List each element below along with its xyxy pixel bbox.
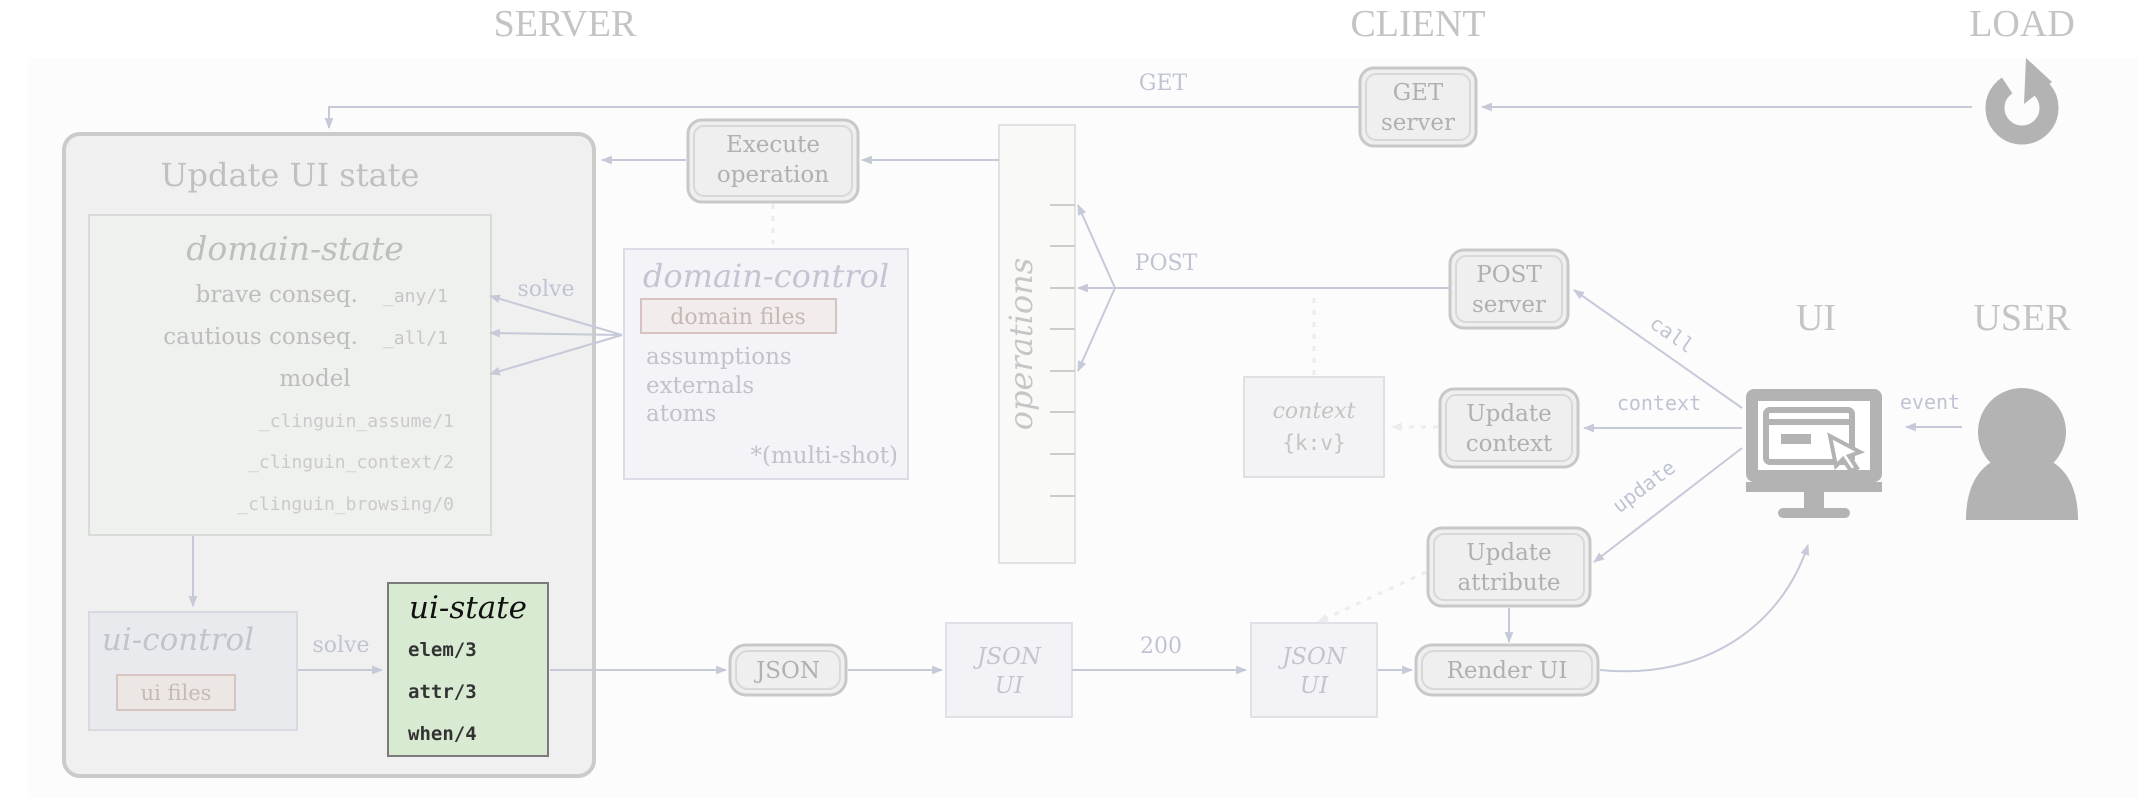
domain-files-chip [640,298,837,334]
edge-label-event: event [1900,390,1960,414]
json-ui-box-client: JSON UI [1250,622,1378,718]
update-ui-state-container: Update UI state domain-state brave conse… [62,132,596,778]
domain-state-box: domain-state brave conseq. _any/1 cautio… [88,214,492,536]
post-server-line1: POST [1476,262,1542,288]
multi-shot-note: *(multi-shot) [750,443,898,469]
operations-column: operations [998,124,1076,564]
ui-state-pred: attr/3 [408,681,477,703]
post-server-line2: server [1472,292,1546,318]
ui-control-title: ui-control [102,622,254,658]
domain-state-row-pred: _any/1 [383,286,448,307]
domain-state-title: domain-state [186,229,404,268]
edge-get-to-update-ui-state [324,106,1360,130]
json-ui-line2: UI [1300,673,1329,699]
edge-label-solve: solve [517,277,574,302]
update-context-node: Update context [1438,387,1580,469]
edge-update-attribute-to-json-ui [1317,570,1427,624]
domain-control-item: atoms [646,401,716,427]
post-fan-edges [1076,203,1116,373]
execute-operation-line2: operation [717,162,829,188]
domain-state-pred: _clinguin_browsing/0 [237,494,454,515]
lane-title-user: USER [1973,297,2071,339]
edge-label-get: GET [1139,71,1188,96]
json-node: JSON [728,643,848,697]
edge-ui-to-update-attribute [1593,447,1743,563]
lane-title-client: CLIENT [1350,3,1485,45]
monitor-icon[interactable] [1746,389,1882,518]
domain-state-row-label: brave conseq. [196,282,358,308]
json-ui-line1: JSON [1278,644,1347,670]
ui-state-pred: when/4 [408,723,477,745]
domain-control-item: assumptions [646,344,792,370]
domain-files-label: domain files [670,305,806,330]
json-node-label: JSON [754,658,820,684]
get-server-line1: GET [1393,80,1444,106]
operations-label: operations [1002,258,1040,430]
ui-state-box: ui-state elem/3 attr/3 when/4 [387,582,549,757]
update-attribute-line2: attribute [1458,570,1561,596]
ui-control-box: ui-control ui files [88,611,298,731]
edge-label-200: 200 [1140,634,1182,659]
domain-control-box: domain-control domain files assumptions … [623,248,909,480]
solve-edges: solve [488,277,623,376]
get-server-node: GET server [1358,66,1478,148]
reload-icon[interactable] [1984,58,2060,146]
update-attribute-line1: Update [1466,540,1551,566]
ui-state-pred: elem/3 [408,639,477,661]
edge-label-post: POST [1135,251,1198,276]
context-box-title: context [1273,399,1356,424]
json-ui-box-server: JSON UI [945,622,1073,718]
domain-state-row-label: cautious conseq. [163,324,358,350]
get-server-line2: server [1381,110,1455,136]
domain-state-pred: _clinguin_assume/1 [259,411,454,432]
update-ui-state-title: Update UI state [161,156,420,194]
ui-state-title: ui-state [409,590,527,626]
ui-files-label: ui files [141,681,212,705]
render-ui-label: Render UI [1447,658,1568,684]
update-attribute-node: Update attribute [1426,526,1592,608]
update-context-line2: context [1466,431,1553,457]
context-box-value: {k:v} [1282,431,1345,455]
domain-state-row-pred: _all/1 [383,328,448,349]
domain-state-pred: _clinguin_context/2 [248,452,454,473]
user-icon [1966,388,2078,520]
context-box: context {k:v} [1243,376,1385,478]
edge-label-solve: solve [312,633,369,658]
edge-label-context: context [1617,391,1701,415]
json-ui-line1: JSON [973,644,1042,670]
domain-control-item: externals [646,373,754,399]
domain-control-title: domain-control [643,257,889,295]
update-context-line1: Update [1466,401,1551,427]
edge-render-to-ui [1599,543,1810,673]
lane-title-load: LOAD [1969,3,2075,45]
lane-title-server: SERVER [494,3,637,45]
execute-operation-node: Execute operation [686,118,860,204]
render-ui-node: Render UI [1414,643,1600,697]
post-server-node: POST server [1448,248,1570,330]
domain-state-row-label: model [279,366,350,392]
edge-ui-to-post-server [1573,289,1743,409]
lane-title-ui: UI [1796,297,1836,339]
json-ui-line2: UI [995,673,1024,699]
execute-operation-line1: Execute [726,132,820,158]
ui-files-chip [116,674,236,711]
